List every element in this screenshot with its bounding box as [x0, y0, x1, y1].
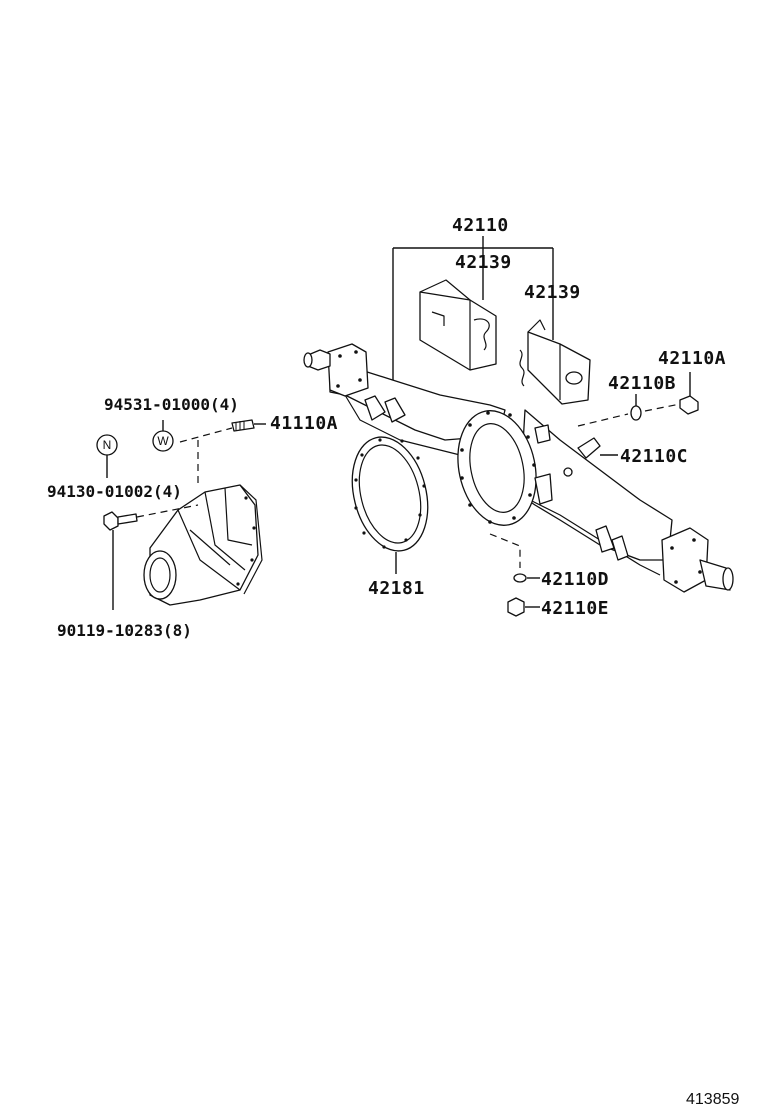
label-94531: 94531-01000(4) — [104, 395, 239, 414]
axle-housing — [303, 343, 734, 593]
label-42110C: 42110C — [620, 446, 688, 467]
symbol-w: W — [152, 420, 174, 452]
label-42110A: 42110A — [658, 348, 726, 369]
washer-42110B — [577, 394, 681, 427]
symbol-w-label: W — [157, 434, 169, 448]
washer-42110D — [489, 533, 540, 583]
bracket-42139-right — [519, 319, 591, 405]
bolt-90119 — [103, 504, 199, 610]
fitting-42110C — [563, 437, 618, 477]
label-42110B: 42110B — [608, 373, 676, 394]
leader-dash-w — [179, 427, 233, 443]
label-94130: 94130-01002(4) — [47, 482, 182, 501]
label-41110A: 41110A — [270, 413, 338, 434]
symbol-n: N — [96, 434, 118, 478]
label-42110D: 42110D — [541, 569, 609, 590]
label-42181: 42181 — [368, 578, 425, 599]
nut-42110A — [679, 372, 699, 415]
reference-number: 413859 — [686, 1091, 739, 1108]
gasket-42181 — [351, 436, 429, 574]
leader-42110 — [392, 236, 554, 380]
differential-carrier — [143, 484, 263, 606]
label-42110E: 42110E — [541, 598, 609, 619]
bracket-42139-left — [419, 279, 497, 371]
label-42139-right: 42139 — [524, 282, 581, 303]
nut-42110E — [507, 597, 540, 617]
stud-41110A — [231, 419, 266, 432]
label-42110: 42110 — [452, 215, 509, 236]
label-42139-left: 42139 — [455, 252, 512, 273]
symbol-n-label: N — [103, 438, 112, 452]
label-90119: 90119-10283(8) — [57, 621, 192, 640]
